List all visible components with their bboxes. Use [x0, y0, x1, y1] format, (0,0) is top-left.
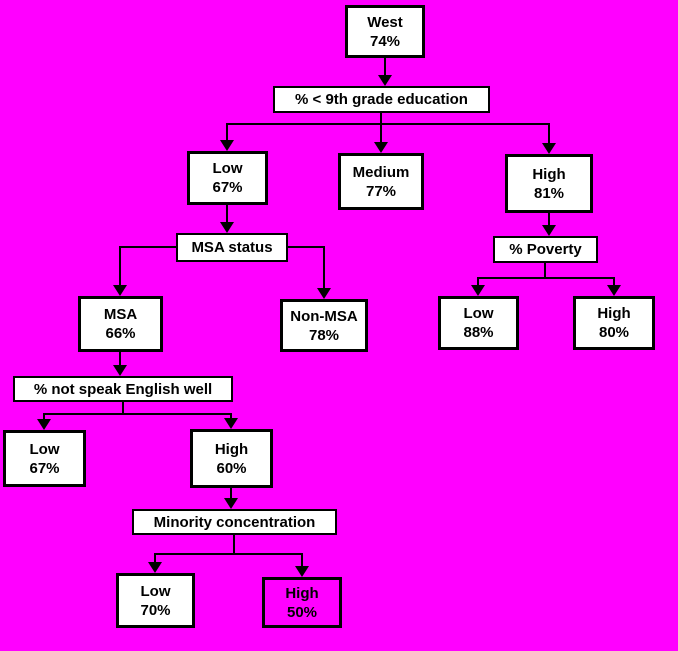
node-label: High: [214, 440, 249, 458]
arrow-head: [220, 140, 234, 151]
node-msa-split: MSA status: [176, 233, 288, 262]
node-value: 88%: [463, 324, 494, 341]
node-poverty-split: % Poverty: [493, 236, 598, 263]
arrow-head: [220, 222, 234, 233]
arrow-head: [542, 143, 556, 154]
connector-line: [301, 553, 303, 567]
node-education-medium: Medium 77%: [338, 153, 424, 210]
node-label: High: [597, 305, 631, 322]
node-label: % not speak English well: [33, 380, 213, 398]
arrow-head: [37, 419, 51, 430]
node-english-split: % not speak English well: [13, 376, 233, 402]
connector-line: [233, 535, 235, 554]
node-label: % Poverty: [509, 241, 582, 258]
node-english-low: Low 67%: [3, 430, 86, 487]
node-minority-split: Minority concentration: [132, 509, 337, 535]
connector-line: [43, 413, 232, 415]
node-minority-high: High 50%: [262, 577, 342, 628]
connector-line: [548, 123, 550, 144]
node-label: Low: [29, 440, 60, 458]
connector-line: [230, 413, 232, 419]
node-value: 67%: [212, 179, 243, 196]
connector-line: [122, 402, 124, 414]
node-minority-low: Low 70%: [116, 573, 195, 628]
node-value: 70%: [140, 601, 171, 619]
node-value: 67%: [29, 459, 60, 477]
node-msa: MSA 66%: [78, 296, 163, 352]
node-value: 77%: [365, 182, 397, 200]
arrow-head: [542, 225, 556, 236]
arrow-head: [113, 285, 127, 296]
node-label: % < 9th grade education: [295, 91, 468, 108]
connector-line: [154, 553, 156, 563]
arrow-head: [224, 418, 238, 429]
arrow-head: [378, 75, 392, 86]
node-label: MSA status: [191, 239, 273, 256]
node-label: MSA: [103, 306, 138, 323]
node-poverty-high: High 80%: [573, 296, 655, 350]
connector-line: [613, 277, 615, 286]
arrow-head: [317, 288, 331, 299]
connector-line: [120, 246, 176, 248]
connector-line: [477, 277, 615, 279]
connector-line: [548, 213, 550, 226]
connector-line: [119, 246, 121, 286]
arrow-head: [295, 566, 309, 577]
connector-line: [226, 123, 550, 125]
arrow-head: [113, 365, 127, 376]
node-non-msa: Non-MSA 78%: [280, 299, 368, 352]
connector-line: [544, 263, 546, 278]
connector-line: [477, 277, 479, 286]
node-english-high: High 60%: [190, 429, 273, 488]
node-label: High: [532, 165, 566, 183]
arrow-head: [607, 285, 621, 296]
connector-line: [384, 58, 386, 76]
node-education-low: Low 67%: [187, 151, 268, 205]
node-poverty-low: Low 88%: [438, 296, 519, 350]
node-value: 50%: [286, 603, 318, 621]
connector-line: [119, 352, 121, 366]
arrow-head: [148, 562, 162, 573]
node-value: 81%: [533, 184, 565, 202]
node-label: High: [285, 584, 319, 602]
node-label: Non-MSA: [290, 307, 358, 325]
node-value: 60%: [216, 459, 247, 477]
connector-line: [43, 413, 45, 420]
node-education-split: % < 9th grade education: [273, 86, 490, 113]
connector-line: [380, 113, 382, 125]
node-label: Medium: [352, 163, 410, 181]
node-value: 78%: [308, 326, 340, 344]
arrow-head: [224, 498, 238, 509]
node-label: Low: [140, 582, 171, 600]
node-label: West: [367, 13, 403, 31]
node-value: 66%: [105, 325, 136, 342]
connector-line: [323, 246, 325, 289]
node-label: Low: [212, 160, 243, 177]
connector-line: [226, 205, 228, 224]
node-label: Minority concentration: [153, 513, 316, 531]
connector-line: [380, 123, 382, 143]
connector-line: [288, 246, 325, 248]
node-education-high: High 81%: [505, 154, 593, 213]
node-west: West 74%: [345, 5, 425, 58]
node-value: 80%: [598, 324, 630, 341]
connector-line: [230, 488, 232, 500]
node-value: 74%: [369, 32, 401, 50]
arrow-head: [471, 285, 485, 296]
connector-line: [154, 553, 302, 555]
node-label: Low: [463, 305, 494, 322]
connector-line: [226, 123, 228, 142]
arrow-head: [374, 142, 388, 153]
